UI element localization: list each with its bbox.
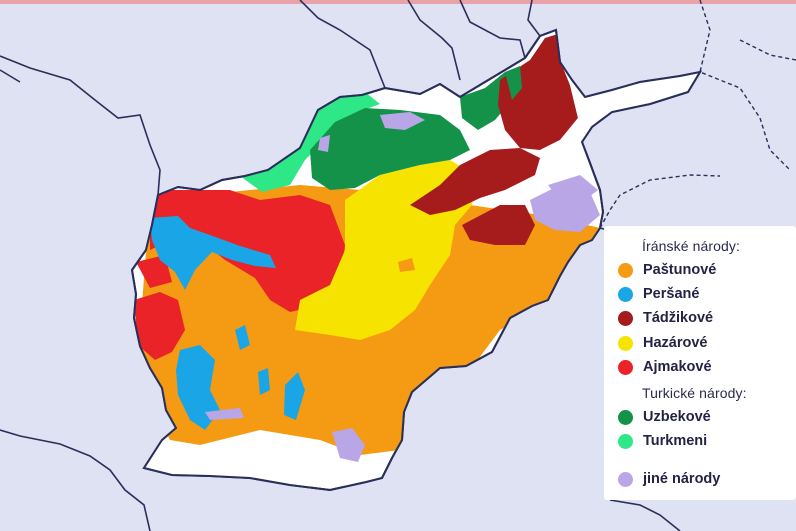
legend-label-others: jiné národy	[643, 471, 721, 487]
region-aimaks-2	[134, 292, 185, 360]
legend-dot-hazaras	[618, 335, 633, 351]
legend-dot-aimaks	[618, 359, 633, 375]
legend-label-aimaks: Ajmakové	[643, 359, 712, 375]
legend-dot-uzbeks	[618, 409, 633, 425]
legend-item-aimaks: Ajmakové	[618, 357, 712, 377]
legend-item-turkmens: Turkmeni	[618, 431, 707, 451]
legend-dot-persians	[618, 286, 633, 302]
border-southwest	[0, 429, 151, 531]
region-others-3	[380, 112, 425, 130]
legend-dot-pashtuns	[618, 262, 633, 278]
neighbor-borders	[0, 0, 721, 531]
legend-label-persians: Peršané	[643, 286, 700, 302]
border-west-north	[0, 55, 161, 196]
region-others-5	[332, 428, 365, 462]
legend-heading-iranian: Íránské národy:	[642, 238, 740, 254]
legend-item-uzbeks: Uzbekové	[618, 407, 711, 427]
region-tajiks-1	[498, 34, 578, 150]
region-aimaks-3	[136, 255, 172, 288]
region-others-4	[318, 135, 330, 152]
region-persians-5	[235, 325, 250, 350]
region-persians-4	[258, 368, 270, 395]
legend-item-hazaras: Hazárové	[618, 333, 707, 353]
border-north-3	[459, 0, 526, 59]
region-persians-3	[284, 372, 305, 420]
legend-label-pashtuns: Paštunové	[643, 262, 717, 278]
legend-label-hazaras: Hazárové	[643, 335, 708, 351]
region-tajiks-3	[462, 205, 535, 245]
legend-dot-others	[618, 471, 633, 487]
region-unpopulated-northeast	[540, 60, 700, 195]
border-north-4	[527, 0, 541, 37]
region-tajiks-2	[410, 148, 540, 215]
region-others-7	[548, 175, 598, 200]
legend-label-uzbeks: Uzbekové	[643, 409, 711, 425]
ethnic-regions	[134, 34, 700, 490]
legend-label-tajiks: Tádžikové	[643, 310, 714, 326]
region-persians-2	[176, 345, 220, 430]
region-uzbeks-3	[505, 66, 522, 100]
top-border-line	[0, 0, 796, 4]
map-legend: Íránské národy: Paštunové Peršané Tádžik…	[604, 226, 796, 500]
legend-item-tajiks: Tádžikové	[618, 308, 713, 328]
legend-label-turkmens: Turkmeni	[643, 433, 708, 449]
border-north-2	[407, 0, 461, 81]
legend-item-others: jiné národy	[618, 469, 720, 489]
region-uzbeks-1	[310, 108, 470, 190]
region-turkmens	[240, 92, 380, 192]
legend-heading-turkic: Turkické národy:	[642, 385, 747, 401]
region-pashtuns-island	[398, 258, 415, 272]
legend-item-persians: Peršané	[618, 284, 699, 304]
legend-dot-tajiks	[618, 310, 633, 326]
border-southeast	[609, 499, 681, 531]
region-persians-1	[150, 216, 276, 290]
region-others-6	[205, 408, 244, 420]
disputed-borders-dashed	[599, 0, 796, 229]
border-north-1	[299, 0, 386, 89]
legend-item-pashtuns: Paštunové	[618, 260, 716, 280]
legend-dot-turkmens	[618, 433, 633, 449]
